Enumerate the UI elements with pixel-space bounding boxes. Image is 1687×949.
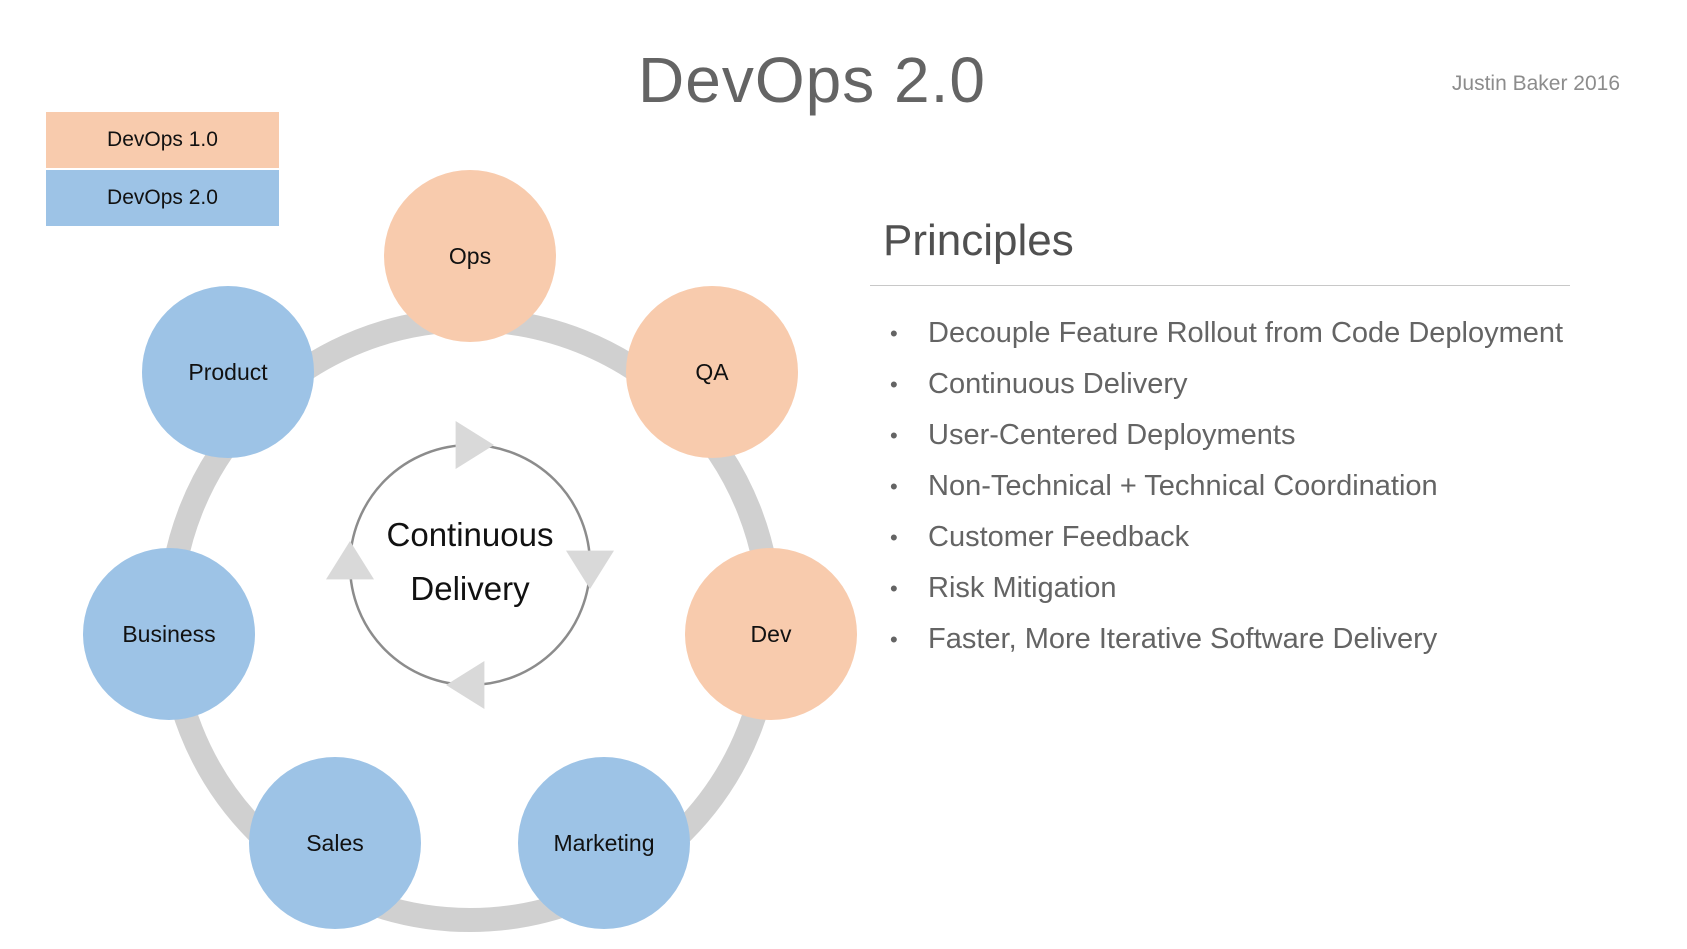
node-product: Product — [142, 286, 314, 458]
author-credit: Justin Baker 2016 — [1451, 72, 1620, 95]
bullet-icon: • — [890, 525, 898, 550]
center-label-line-1: Continuous — [387, 516, 554, 553]
principles-list: • Decouple Feature Rollout from Code Depl… — [880, 308, 1680, 665]
principle-item: • Faster, More Iterative Software Deliver… — [880, 614, 1680, 665]
cycle-arrow-right-icon — [566, 550, 614, 589]
legend: DevOps 1.0 DevOps 2.0 — [46, 112, 279, 226]
principle-item: • Customer Feedback — [880, 512, 1680, 563]
cycle-arrow-left-icon — [326, 541, 374, 580]
principle-item: • Decouple Feature Rollout from Code Depl… — [880, 308, 1680, 359]
principles-divider — [870, 285, 1570, 286]
principle-text: Faster, More Iterative Software Delivery — [928, 623, 1438, 655]
node-product-circle — [142, 286, 314, 458]
node-qa: QA — [626, 286, 798, 458]
node-business: Business — [83, 548, 255, 720]
node-business-label: Business — [122, 621, 215, 647]
legend-devops-2: DevOps 2.0 — [46, 170, 279, 226]
node-marketing: Marketing — [518, 757, 690, 929]
cycle-arrow-top-icon — [455, 421, 494, 469]
devops-cycle-diagram: Continuous Delivery Ops QA Dev Marketing — [83, 170, 857, 932]
principle-text: User-Centered Deployments — [928, 419, 1296, 451]
bullet-icon: • — [890, 627, 898, 652]
cycle-circle — [348, 443, 592, 687]
node-marketing-label: Marketing — [554, 830, 655, 856]
center-label-line-2: Delivery — [410, 570, 530, 607]
node-sales: Sales — [249, 757, 421, 929]
bullet-icon: • — [890, 474, 898, 499]
cycle-arrow-bottom-icon — [446, 661, 485, 709]
node-marketing-circle — [518, 757, 690, 929]
node-dev: Dev — [685, 548, 857, 720]
principles-heading: Principles — [883, 216, 1074, 265]
node-layer: Ops QA Dev Marketing Sales Business — [83, 170, 857, 929]
principle-item: • Risk Mitigation — [880, 563, 1680, 614]
node-ops-label: Ops — [449, 243, 491, 269]
node-qa-label: QA — [695, 359, 729, 385]
principle-item: • User-Centered Deployments — [880, 410, 1680, 461]
principle-text: Risk Mitigation — [928, 572, 1117, 604]
bullet-icon: • — [890, 321, 898, 346]
principle-item: • Continuous Delivery — [880, 359, 1680, 410]
node-qa-circle — [626, 286, 798, 458]
node-business-circle — [83, 548, 255, 720]
principle-text: Decouple Feature Rollout from Code Deplo… — [928, 317, 1564, 349]
bullet-icon: • — [890, 423, 898, 448]
principle-item: • Non-Technical + Technical Coordination — [880, 461, 1680, 512]
node-dev-circle — [685, 548, 857, 720]
bullet-icon: • — [890, 576, 898, 601]
node-dev-label: Dev — [751, 621, 792, 647]
node-ops: Ops — [384, 170, 556, 342]
bullet-icon: • — [890, 372, 898, 397]
principle-text: Customer Feedback — [928, 521, 1190, 553]
slide-title: DevOps 2.0 — [638, 44, 986, 116]
node-ops-circle — [384, 170, 556, 342]
cycle-arrows — [326, 421, 614, 709]
principle-text: Continuous Delivery — [928, 368, 1188, 400]
principle-text: Non-Technical + Technical Coordination — [928, 470, 1438, 502]
node-sales-label: Sales — [306, 830, 364, 856]
legend-devops-1: DevOps 1.0 — [46, 112, 279, 168]
node-product-label: Product — [188, 359, 268, 385]
node-sales-circle — [249, 757, 421, 929]
